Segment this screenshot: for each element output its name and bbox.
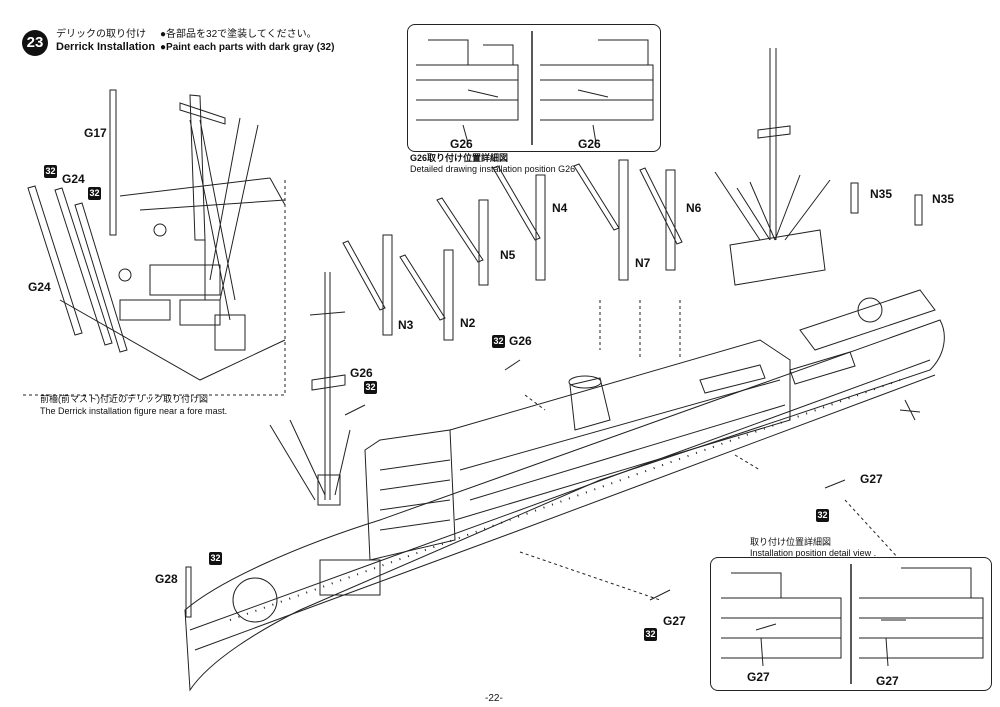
paint-code-badge: 32 xyxy=(644,628,657,641)
part-label-n35: N35 xyxy=(870,187,893,201)
g26-detail-box: G26 G26 xyxy=(407,24,661,152)
part-label-g27: G27 xyxy=(860,472,883,486)
part-label-g24: G24 xyxy=(62,172,85,186)
part-label-n3: N3 xyxy=(398,318,414,332)
paint-code-badge: 32 xyxy=(44,165,57,178)
paint-code-badge: 32 xyxy=(88,187,101,200)
part-label-n2: N2 xyxy=(460,316,476,330)
paint-code-badge: 32 xyxy=(209,552,222,565)
g26-detail-drawing xyxy=(416,31,654,145)
part-label-g27: G27 xyxy=(663,614,686,628)
part-label-g26: G26 xyxy=(350,366,373,380)
g26-detail-caption-en: Detailed drawing installation position G… xyxy=(410,164,576,174)
paint-code-badge: 32 xyxy=(364,381,377,394)
step-title-jp: デリックの取り付け xyxy=(56,29,146,40)
part-label-g24: G24 xyxy=(28,280,51,294)
g27-detail-drawing xyxy=(721,564,984,684)
g26-detail-caption-jp: G26取り付け位置詳細図 xyxy=(410,153,509,163)
part-label-n6: N6 xyxy=(686,201,702,215)
fore-mast-caption-en: The Derrick installation figure near a f… xyxy=(40,406,228,416)
g27-detail-box: G27 G27 xyxy=(710,557,992,691)
fore-mast-caption-jp: 前檣(前マスト)付近のデリック取り付け図 xyxy=(40,394,208,404)
paint-code-badge: 32 xyxy=(492,335,505,348)
paint-instruction-jp: ●各部品を32で塗装してください。 xyxy=(160,29,317,40)
part-label-g26: G26 xyxy=(509,334,532,348)
g27-detail-caption-en: Installation position detail view . xyxy=(750,548,877,558)
part-label-g26: G26 xyxy=(578,137,601,151)
part-label-n35: N35 xyxy=(932,192,955,206)
part-label-g26: G26 xyxy=(450,137,473,151)
part-label-n5: N5 xyxy=(500,248,516,262)
part-label-g28: G28 xyxy=(155,572,178,586)
part-label-g17: G17 xyxy=(84,126,107,140)
g27-detail-caption-jp: 取り付け位置詳細図 xyxy=(750,537,832,547)
part-label-g27: G27 xyxy=(876,674,899,688)
page-number: -22- xyxy=(485,693,503,704)
part-label-n4: N4 xyxy=(552,201,568,215)
step-title-en: Derrick Installation xyxy=(56,41,156,53)
paint-code-badge: 32 xyxy=(816,509,829,522)
step-number-badge: 23 xyxy=(22,30,48,56)
part-label-n7: N7 xyxy=(635,256,651,270)
part-label-g27: G27 xyxy=(747,670,770,684)
paint-instruction-en: ●Paint each parts with dark gray (32) xyxy=(160,42,335,53)
